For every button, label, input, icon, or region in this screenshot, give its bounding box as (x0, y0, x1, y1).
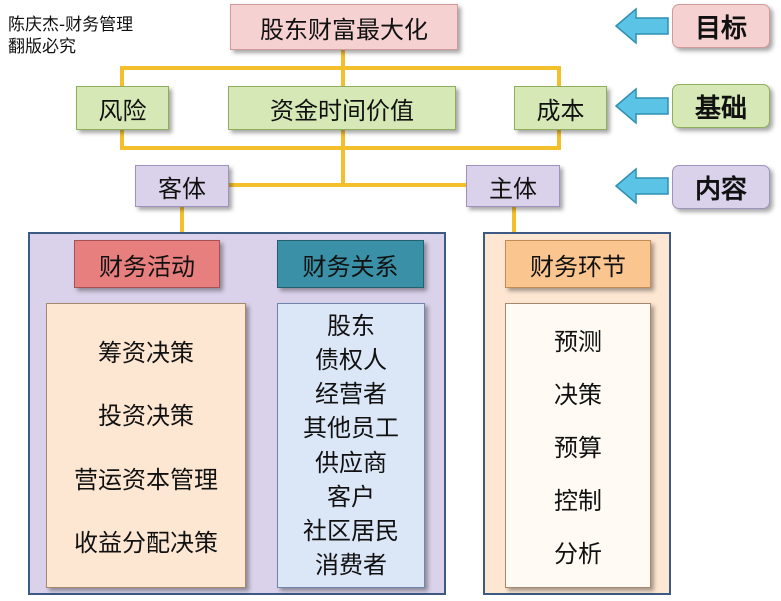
watermark-line: 陈庆杰-财务管理 (8, 15, 134, 35)
list-item: 控制 (554, 487, 602, 515)
risk-node: 风险 (76, 86, 169, 130)
list-item: 消费者 (315, 550, 387, 579)
connector-content-horizontal (229, 183, 466, 187)
list-item: 债权人 (315, 346, 387, 375)
goal-node: 股东财富最大化 (230, 4, 458, 50)
connector-object-down (180, 207, 184, 233)
watermark-line: 翻版必究 (8, 37, 76, 57)
connector-goal-down (341, 50, 345, 68)
watermark-text: 陈庆杰-财务管理 翻版必究 (8, 14, 133, 58)
list-item: 决策 (554, 381, 602, 409)
list-item: 收益分配决策 (74, 529, 218, 558)
financial-activities-list: 筹资决策 投资决策 营运资本管理 收益分配决策 (46, 303, 246, 588)
connector-subject-down (512, 207, 516, 233)
financial-relations-list: 股东 债权人 经营者 其他员工 供应商 客户 社区居民 消费者 (277, 303, 425, 588)
time-value-node: 资金时间价值 (228, 86, 456, 130)
list-item: 营运资本管理 (74, 465, 218, 494)
arrow-left-icon (614, 167, 669, 205)
financial-activities-header: 财务活动 (74, 240, 220, 288)
financial-stages-list: 预测 决策 预算 控制 分析 (505, 303, 651, 588)
list-item: 社区居民 (303, 516, 399, 545)
list-item: 分析 (554, 540, 602, 568)
arrow-left-icon (614, 87, 669, 125)
list-item: 预算 (554, 434, 602, 462)
list-item: 投资决策 (98, 402, 194, 431)
financial-stages-header: 财务环节 (505, 240, 651, 288)
connector-top-horizontal (120, 66, 561, 70)
list-item: 筹资决策 (98, 338, 194, 367)
list-item: 客户 (327, 482, 375, 511)
connector-bottom-horizontal (120, 146, 561, 150)
tag-basis: 基础 (672, 84, 770, 128)
list-item: 经营者 (315, 380, 387, 409)
arrow-left-icon (614, 7, 669, 45)
list-item: 其他员工 (303, 414, 399, 443)
list-item: 预测 (554, 328, 602, 356)
object-node: 客体 (135, 165, 229, 207)
list-item: 股东 (327, 312, 375, 341)
financial-relations-header: 财务关系 (277, 240, 424, 288)
subject-node: 主体 (466, 165, 560, 207)
list-item: 供应商 (315, 448, 387, 477)
cost-node: 成本 (514, 86, 607, 130)
tag-goal: 目标 (672, 4, 770, 48)
tag-content: 内容 (672, 165, 770, 209)
